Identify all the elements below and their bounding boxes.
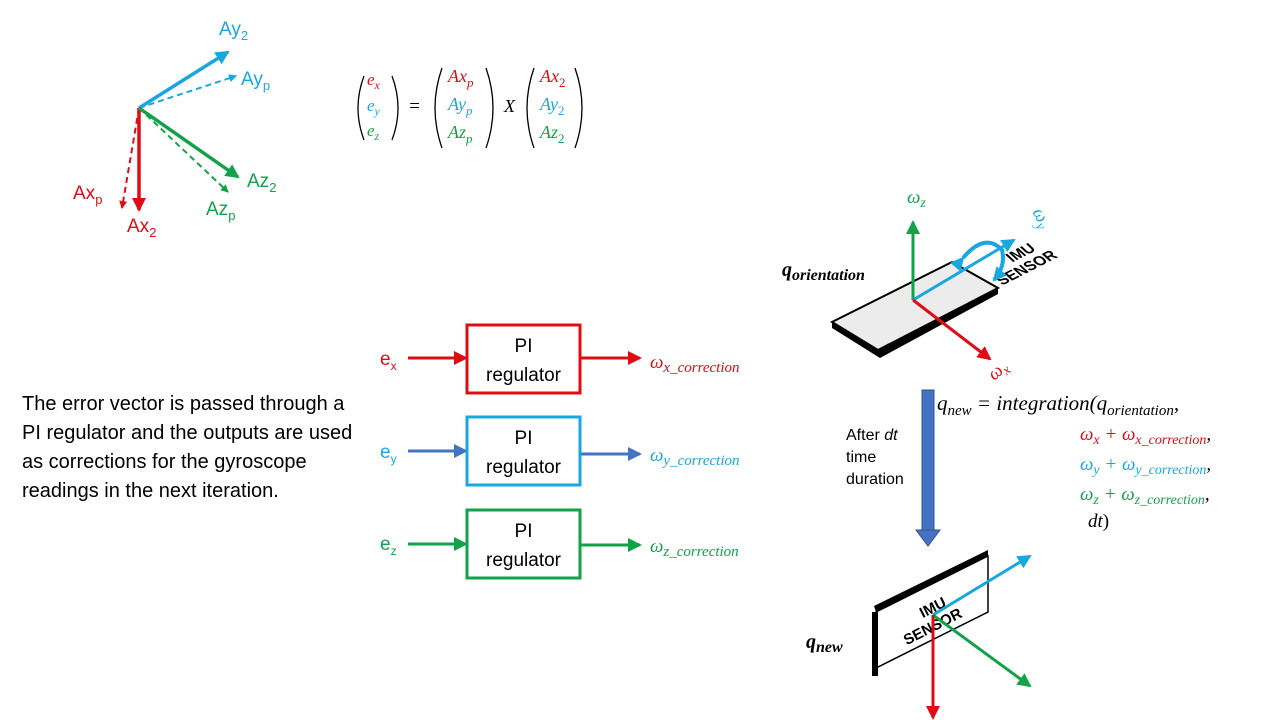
eq-ey: ey: [367, 96, 381, 118]
azp-vector: [138, 107, 229, 193]
pi-regulator-y: ey PI regulator ωy_correction: [380, 415, 740, 487]
new-y-axis: [932, 554, 1032, 617]
pi-regulator-x: ex PI regulator ωx_correction: [380, 323, 740, 395]
output-omega-y: ωy_correction: [650, 445, 740, 469]
integration-line-x: ωx + ωx_correction,: [1080, 424, 1211, 448]
regulator-box-x: [465, 323, 582, 395]
ayp-vector: [138, 74, 237, 109]
omega-x-axis: [912, 298, 992, 361]
paren-lhs-close: [391, 75, 399, 141]
q-new-label: qnew: [806, 631, 843, 656]
eq-az2: Az2: [539, 122, 565, 146]
eq-cross: X: [503, 96, 516, 116]
integration-line-y: ωy + ωy_correction,: [1080, 454, 1211, 478]
paren-rhs-open: [526, 67, 535, 149]
cross-product-equation: ex ey ez = Axp Ayp Azp X Ax2 Ay2 Az2: [357, 66, 583, 149]
after-dt-symbol: dt: [884, 427, 898, 444]
regulator-x-line1: PI: [515, 336, 533, 357]
pi-regulator-z: ez PI regulator ωz_correction: [380, 508, 739, 580]
ax2-label: Ax2: [127, 216, 156, 240]
after-dt-line2: time: [846, 449, 877, 466]
time-step-arrow: [915, 389, 941, 547]
az2-label: Az2: [247, 171, 276, 195]
sensor-new-edge: [872, 612, 878, 676]
axp-vector: [119, 107, 140, 209]
after-dt-line1: After dt: [846, 427, 898, 444]
q-orientation-label: qorientation: [782, 259, 865, 284]
output-omega-x: ωx_correction: [650, 352, 740, 376]
omega-y-label: ωy: [1025, 204, 1056, 234]
regulator-box-z: [465, 508, 582, 580]
eq-ez: ez: [367, 121, 380, 143]
time-arrow-shaft: [921, 389, 935, 531]
integration-line-1: qnew = integration(qorientation,: [937, 391, 1179, 419]
integration-formula: qnew = integration(qorientation, ωx + ωx…: [937, 391, 1211, 532]
ay2-vector: [138, 50, 230, 110]
regulator-box-y: [465, 415, 582, 487]
eq-ay2: Ay2: [539, 94, 565, 118]
regulator-z-line2: regulator: [486, 550, 562, 571]
eq-ax2: Ax2: [539, 66, 565, 90]
ayp-label: Ayp: [241, 69, 270, 93]
after-dt-line3: duration: [846, 471, 904, 488]
input-ez: ez: [380, 534, 397, 558]
new-z-axis: [932, 613, 1032, 688]
ay2-label: Ay2: [219, 19, 248, 43]
paren-mid-close: [485, 67, 494, 149]
eq-azp: Azp: [447, 122, 473, 146]
paren-lhs-open: [357, 75, 365, 141]
omega-z-label: ωz: [907, 187, 926, 211]
description-text: The error vector is passed through a PI …: [22, 393, 353, 502]
az2-vector: [137, 106, 240, 179]
after-dt-label: After dt time duration: [846, 425, 904, 491]
accelerometer-vectors: Ay2 Ayp Axp Ax2 Az2 Azp: [73, 19, 276, 240]
azp-label: Azp: [206, 199, 235, 223]
paren-rhs-close: [574, 67, 583, 149]
regulator-y-line2: regulator: [486, 457, 562, 478]
integration-line-z: ωz + ωz_correction,: [1080, 484, 1210, 508]
time-arrow-head: [915, 529, 941, 547]
imu-sensor-new: IMU SENSOR qnew: [806, 550, 1032, 720]
regulator-z-line1: PI: [515, 521, 533, 542]
regulator-x-line2: regulator: [486, 365, 562, 386]
imu-sensor-orientation: IMU SENSOR ωz ωy ωx qorientation: [782, 187, 1062, 388]
eq-axp: Axp: [447, 66, 474, 90]
eq-equals: =: [408, 96, 421, 117]
regulator-y-line1: PI: [515, 428, 533, 449]
input-ey: ey: [380, 442, 397, 466]
integration-line-dt: dt): [1088, 511, 1109, 532]
input-ex: ex: [380, 349, 397, 373]
paren-mid-open: [434, 67, 443, 149]
axp-label: Axp: [73, 183, 102, 207]
omega-y-rotation-arrow: [949, 240, 1008, 282]
output-omega-z: ωz_correction: [650, 536, 739, 560]
omega-x-label: ωx: [984, 356, 1015, 388]
eq-ayp: Ayp: [447, 94, 473, 118]
sensor-new-edge-top: [874, 550, 988, 612]
eq-ex: ex: [367, 70, 381, 92]
